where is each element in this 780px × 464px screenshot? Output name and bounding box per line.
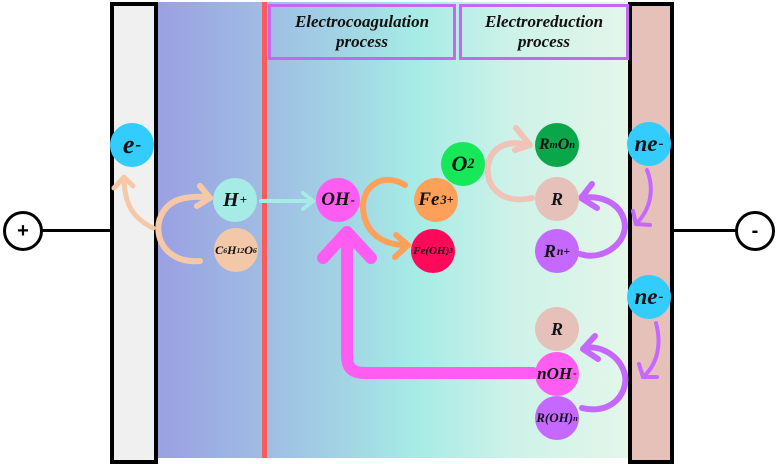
pollutant-r-bottom: R bbox=[535, 307, 579, 351]
anode-wire bbox=[40, 229, 112, 232]
iron-hydroxide-count: 3 bbox=[449, 247, 453, 255]
cathode-electrode bbox=[628, 2, 674, 464]
hydroxide-charge: - bbox=[350, 192, 355, 207]
iron-charge: 3+ bbox=[440, 192, 454, 207]
electrons-cathode-top: ne- bbox=[627, 122, 671, 166]
r-oh-symbol: R(OH) bbox=[536, 410, 574, 425]
electrocoagulation-label: Electrocoagulation process bbox=[294, 12, 430, 51]
iron-symbol: Fe bbox=[418, 189, 440, 210]
electron-symbol: e bbox=[122, 130, 135, 159]
rmon-r: R bbox=[538, 136, 550, 153]
electroreduction-label-box: Electroreduction process bbox=[459, 4, 629, 60]
electron-charge: - bbox=[135, 135, 142, 154]
electrons-cathode-bottom: ne- bbox=[627, 275, 671, 319]
glucose-o-count: 6 bbox=[252, 245, 257, 255]
hydroxide-ion: OH- bbox=[316, 178, 360, 222]
glucose-h-count: 12 bbox=[236, 245, 245, 255]
r-top-symbol: R bbox=[550, 188, 563, 209]
h-plus-charge: + bbox=[239, 192, 247, 207]
rmon-m: m bbox=[549, 139, 558, 151]
electroreduction-label: Electroreduction process bbox=[484, 12, 604, 51]
oxygen-count: 2 bbox=[467, 155, 475, 172]
h-plus-symbol: H bbox=[223, 188, 239, 211]
r-bottom-symbol: R bbox=[550, 318, 563, 339]
electrocoagulation-label-box: Electrocoagulation process bbox=[268, 4, 456, 60]
r-n-plus-charge: n+ bbox=[556, 244, 571, 258]
n-hydroxide-symbol: nOH bbox=[537, 364, 573, 383]
n-hydroxide-charge: - bbox=[573, 368, 577, 380]
glucose-o: O bbox=[244, 242, 253, 257]
h-plus-ion: H+ bbox=[213, 178, 257, 222]
glucose-c-count: 6 bbox=[223, 245, 228, 255]
oxygen-symbol: O bbox=[451, 151, 468, 176]
positive-sign: + bbox=[17, 219, 29, 242]
ne-top-charge: - bbox=[658, 135, 664, 152]
rmon-n: n bbox=[569, 139, 576, 151]
electron-anode: e- bbox=[110, 123, 154, 167]
glucose-c: C bbox=[215, 242, 224, 257]
membrane-divider bbox=[262, 2, 267, 458]
r-n-plus-symbol: R bbox=[543, 240, 556, 261]
iron-hydroxide-symbol: Fe(OH) bbox=[413, 245, 450, 257]
ne-top-symbol: ne bbox=[634, 131, 658, 156]
r-oh-count: n bbox=[573, 413, 578, 423]
hydroxide-symbol: OH bbox=[321, 189, 350, 210]
rmon-o: O bbox=[557, 136, 570, 153]
cathode-wire bbox=[672, 229, 738, 232]
n-hydroxide-ions: nOH- bbox=[535, 352, 579, 396]
glucose-h: H bbox=[227, 242, 237, 257]
negative-sign: - bbox=[751, 219, 759, 242]
ne-bottom-symbol: ne bbox=[634, 284, 658, 309]
negative-terminal-icon: - bbox=[735, 211, 775, 251]
anode-electrode bbox=[110, 2, 158, 464]
pollutant-r-top: R bbox=[535, 177, 579, 221]
positive-terminal-icon: + bbox=[3, 211, 43, 251]
pollutant-hydroxide: R(OH)n bbox=[535, 396, 579, 440]
ne-bottom-charge: - bbox=[658, 288, 664, 305]
iron-hydroxide: Fe(OH)3 bbox=[411, 229, 455, 273]
